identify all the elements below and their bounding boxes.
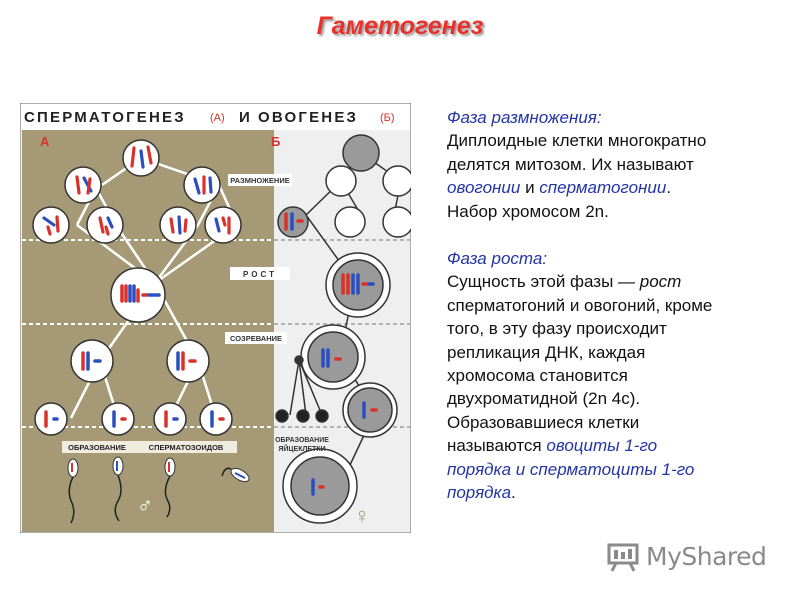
phase2-line: порядка и сперматоциты 1-го <box>447 458 777 481</box>
zone-label-maturation: СОЗРЕВАНИЕ <box>230 334 282 343</box>
oogonium-cell <box>335 207 365 237</box>
heading-spermatogenesis: СПЕРМАТОГЕНЕЗ <box>24 109 186 126</box>
spermatogonium-cell <box>205 207 241 243</box>
ootid-cell <box>348 388 392 432</box>
spermatid-cell <box>35 403 67 435</box>
watermark-text: MyShared <box>646 542 766 571</box>
spermatogonium-cell <box>33 207 69 243</box>
phase1-line: Диплоидные клетки многократно <box>447 129 777 152</box>
heading-paren-a: (А) <box>210 112 225 124</box>
phase1-heading: Фаза размножения: <box>447 106 777 129</box>
polar-body <box>276 410 288 422</box>
spermatogonium-cell <box>87 207 123 243</box>
phase1-line: делятся митозом. Их называют <box>447 153 777 176</box>
polar-body-node <box>295 356 303 364</box>
phase2-line: двухроматидной (2n 4c). <box>447 387 777 410</box>
oogonium-cell <box>343 135 379 171</box>
label-egg-formation-1: ОБРАЗОВАНИЕ <box>275 437 329 444</box>
zone-label-growth: РОСТ <box>243 270 277 279</box>
phase2-line: порядка. <box>447 481 777 504</box>
conjunction: и <box>525 178 535 197</box>
phase2-text: называются <box>447 436 542 455</box>
heading-paren-b: (Б) <box>380 112 395 124</box>
female-symbol: ♀ <box>354 503 371 528</box>
label-sperm-formation-1: ОБРАЗОВАНИЕ <box>68 443 126 452</box>
phase2-line: того, в эту фазу происходит <box>447 317 777 340</box>
phase2-line: репликация ДНК, каждая <box>447 341 777 364</box>
phase2-line: называются овоциты 1-го <box>447 434 777 457</box>
term-oocytes: овоциты 1-го <box>546 436 657 455</box>
description-text: Фаза размножения: Диплоидные клетки мног… <box>447 106 777 505</box>
heading-oogenesis: ОВОГЕНЕЗ <box>258 109 358 126</box>
label-sperm-formation-2: СПЕРМАТОЗОИДОВ <box>149 443 224 452</box>
slide-title: Гаметогенез <box>0 12 800 41</box>
spermatid-cell <box>200 403 232 435</box>
phase2-line: Сущность этой фазы — рост <box>447 270 777 293</box>
period: . <box>511 483 516 502</box>
secondary-spermatocyte-cell <box>71 340 113 382</box>
spermatogonium-cell <box>65 167 101 203</box>
period: . <box>666 178 671 197</box>
secondary-spermatocyte-cell <box>167 340 209 382</box>
phase1-line: овогонии и сперматогонии. <box>447 176 777 199</box>
oogonium-cell <box>383 207 411 237</box>
panel-a-label: А <box>40 134 50 149</box>
phase2-line: сперматогоний и овогоний, кроме <box>447 294 777 317</box>
gametogenesis-figure: СПЕРМАТОГЕНЕЗ (А) И ОВОГЕНЕЗ (Б) А Б РАЗ… <box>20 103 411 533</box>
myshared-watermark: MyShared <box>606 536 766 576</box>
heading-and: И <box>239 109 250 126</box>
phase2-line: хромосома становится <box>447 364 777 387</box>
panel-b-label: Б <box>271 134 280 149</box>
oogonium-cell <box>383 166 411 196</box>
term-oogonia: овогонии <box>447 178 520 197</box>
oogonium-cell <box>326 166 356 196</box>
presentation-board-icon <box>606 539 640 573</box>
zone-label-reproduction: РАЗМНОЖЕНИЕ <box>230 176 289 185</box>
term-growth: рост <box>640 272 682 291</box>
polar-body <box>316 410 328 422</box>
term-spermatogonia: сперматогонии <box>539 178 666 197</box>
phase1-line: Набор хромосом 2n. <box>447 200 777 223</box>
secondary-oocyte-cell <box>308 332 358 382</box>
polar-body <box>297 410 309 422</box>
label-egg-formation-2: ЯЙЦЕКЛЕТКИ <box>278 444 325 453</box>
spermatid-cell <box>154 403 186 435</box>
phase2-text: Сущность этой фазы — <box>447 272 635 291</box>
spermatid-cell <box>102 403 134 435</box>
phase2-line: Образовавшиеся клетки <box>447 411 777 434</box>
male-symbol: ♂ <box>137 493 154 518</box>
phase2-heading: Фаза роста: <box>447 247 777 270</box>
spermatogonium-cell <box>184 167 220 203</box>
term-order: порядка <box>447 483 511 502</box>
